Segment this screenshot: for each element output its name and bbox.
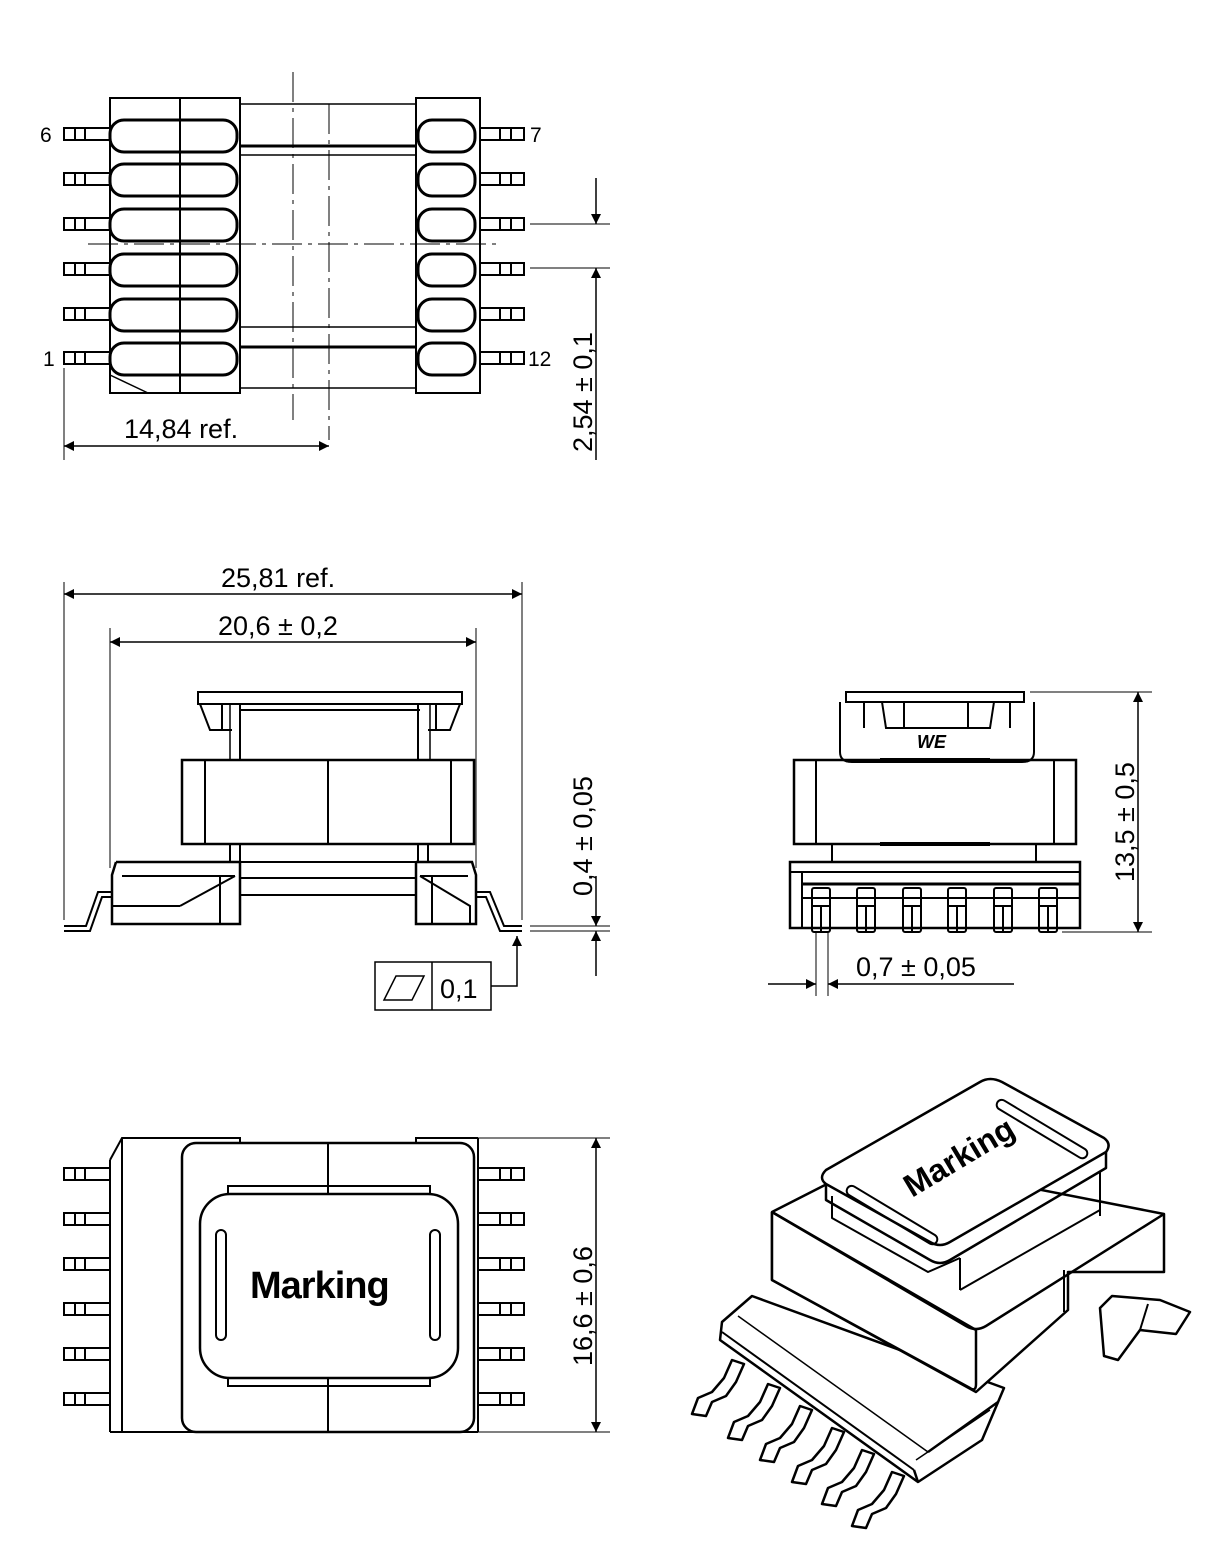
top-marking-view (63, 1137, 610, 1434)
dim-standoff: 0,4 ± 0,05 (568, 776, 598, 896)
dim-width-ref: 14,84 ref. (124, 414, 238, 444)
marking-label: Marking (250, 1265, 389, 1307)
dim-body-width: 20,6 ± 0,2 (218, 611, 338, 641)
side-view (63, 582, 610, 1011)
pin-6-label: 6 (40, 124, 52, 147)
we-logo: WE (917, 732, 947, 752)
pin-12-label: 12 (528, 348, 551, 371)
dim-pitch: 2,54 ± 0,1 (568, 332, 598, 452)
pin-7-label: 7 (530, 124, 542, 147)
dim-pin-width: 0,7 ± 0,05 (856, 952, 976, 982)
isometric-view (690, 1077, 1192, 1530)
tolerance-value: 0,1 (440, 974, 478, 1004)
pin-1-label: 1 (43, 348, 55, 371)
dim-overall-ref: 25,81 ref. (221, 563, 335, 593)
dim-length: 16,6 ± 0,6 (568, 1246, 598, 1366)
dim-height: 13,5 ± 0,5 (1110, 762, 1140, 882)
front-view (768, 691, 1152, 996)
top-view (63, 72, 610, 460)
flatness-icon (382, 975, 426, 1001)
